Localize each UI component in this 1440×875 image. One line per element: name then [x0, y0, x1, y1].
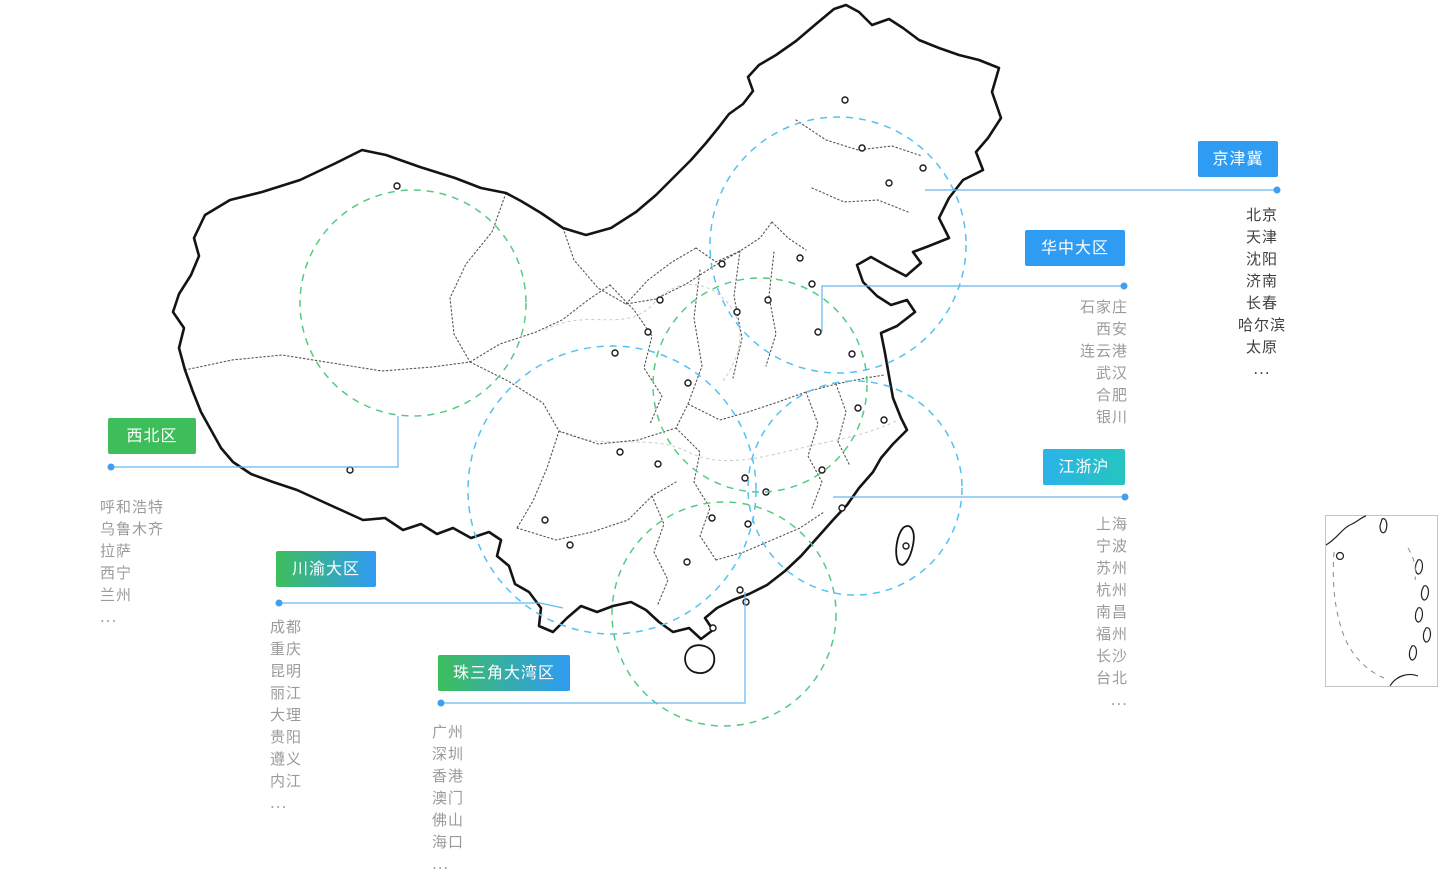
city-name: 长沙: [1095, 647, 1128, 665]
city-name: 太原: [1245, 338, 1278, 356]
city-name: 南昌: [1095, 603, 1128, 621]
city-name: 西宁: [100, 564, 133, 582]
city-name: 合肥: [1095, 386, 1128, 404]
region-tag-chuanyu[interactable]: 川渝大区: [276, 551, 376, 587]
city-name: 福州: [1095, 625, 1128, 643]
city-name: 重庆: [270, 640, 303, 658]
city-name: ...: [1253, 360, 1271, 378]
callout-dot-huazhong: [1120, 282, 1128, 290]
city-name: 佛山: [432, 811, 465, 829]
region-cities-chuanyu: 成都重庆昆明丽江大理贵阳遵义内江...: [270, 616, 410, 814]
region-cities-xibei: 呼和浩特乌鲁木齐拉萨西宁兰州...: [100, 496, 250, 628]
city-name: 香港: [432, 767, 465, 785]
region-tag-xibei[interactable]: 西北区: [108, 418, 196, 454]
region-tag-zhusanjiao[interactable]: 珠三角大湾区: [438, 655, 570, 691]
callout-lines: [111, 189, 1277, 704]
callout-dot-jiangzhehu: [1121, 493, 1129, 501]
region-cities-jingjinji: 北京天津沈阳济南长春哈尔滨太原...: [1192, 204, 1332, 380]
callout-dot-jingjinji: [1273, 186, 1281, 194]
city-name: 苏州: [1095, 559, 1128, 577]
region-circle-chuanyu: [467, 345, 757, 635]
city-name: 银川: [1095, 408, 1128, 426]
city-name: 哈尔滨: [1237, 316, 1286, 334]
city-name: 杭州: [1095, 581, 1128, 599]
region-circle-jingjinji: [709, 116, 967, 374]
city-name: 昆明: [270, 662, 303, 680]
region-circle-huazhong: [652, 277, 868, 493]
city-name: ...: [270, 794, 288, 812]
mainland-outline: [171, 3, 1003, 641]
city-name: 内江: [270, 772, 303, 790]
city-name: 台北: [1095, 669, 1128, 687]
rivers: [544, 284, 897, 462]
city-name: 呼和浩特: [100, 498, 165, 516]
city-name: 长春: [1245, 294, 1278, 312]
hainan-island: [684, 644, 716, 674]
city-name: 兰州: [100, 586, 133, 604]
city-name: 遵义: [270, 750, 303, 768]
city-name: 成都: [270, 618, 303, 636]
city-name: 西安: [1095, 320, 1128, 338]
callout-line-huazhong: [821, 285, 1124, 332]
city-name: 贵阳: [270, 728, 303, 746]
region-cities-huazhong: 石家庄西安连云港武汉合肥银川: [988, 296, 1128, 428]
region-tag-jingjinji[interactable]: 京津冀: [1198, 141, 1278, 177]
city-name: 拉萨: [100, 542, 133, 560]
region-circles: [299, 116, 967, 727]
city-name: 石家庄: [1079, 298, 1128, 316]
city-name: 宁波: [1095, 537, 1128, 555]
region-cities-zhusanjiao: 广州深圳香港澳门佛山海口...: [432, 721, 592, 875]
city-name: 广州: [432, 723, 465, 741]
taiwan-island: [895, 525, 915, 566]
city-name: 海口: [432, 833, 465, 851]
city-name: 大理: [270, 706, 303, 724]
callout-line-xibei: [111, 416, 399, 468]
callout-dots: [107, 186, 1281, 707]
city-name: ...: [100, 608, 118, 626]
callout-dot-xibei: [107, 463, 115, 471]
callout-line-zhusanjiao: [441, 592, 746, 704]
city-name: 沈阳: [1245, 250, 1278, 268]
city-name: 连云港: [1079, 342, 1128, 360]
region-cities-jiangzhehu: 上海宁波苏州杭州南昌福州长沙台北...: [988, 513, 1128, 711]
region-circle-jiangzhehu: [747, 380, 963, 596]
callout-dot-chuanyu: [275, 599, 283, 607]
region-circle-zhusanjiao: [611, 501, 837, 727]
region-tag-jiangzhehu[interactable]: 江浙沪: [1043, 449, 1125, 485]
city-name: 丽江: [270, 684, 303, 702]
region-tag-huazhong[interactable]: 华中大区: [1025, 230, 1125, 266]
city-name: 济南: [1245, 272, 1278, 290]
callout-dot-zhusanjiao: [437, 699, 445, 707]
region-circle-xibei: [299, 189, 527, 417]
city-name: 澳门: [432, 789, 465, 807]
south-china-sea-inset: [1325, 515, 1438, 687]
city-name: 乌鲁木齐: [100, 520, 165, 538]
city-name: 武汉: [1095, 364, 1128, 382]
city-name: 上海: [1095, 515, 1128, 533]
province-borders: [184, 119, 923, 605]
china-border: [171, 3, 1003, 674]
city-name: 天津: [1245, 228, 1278, 246]
city-name: 北京: [1245, 206, 1278, 224]
callout-line-chuanyu: [279, 602, 564, 609]
city-name: ...: [432, 855, 450, 873]
city-name: 深圳: [432, 745, 465, 763]
city-markers: [346, 96, 927, 632]
city-name: ...: [1110, 691, 1128, 709]
